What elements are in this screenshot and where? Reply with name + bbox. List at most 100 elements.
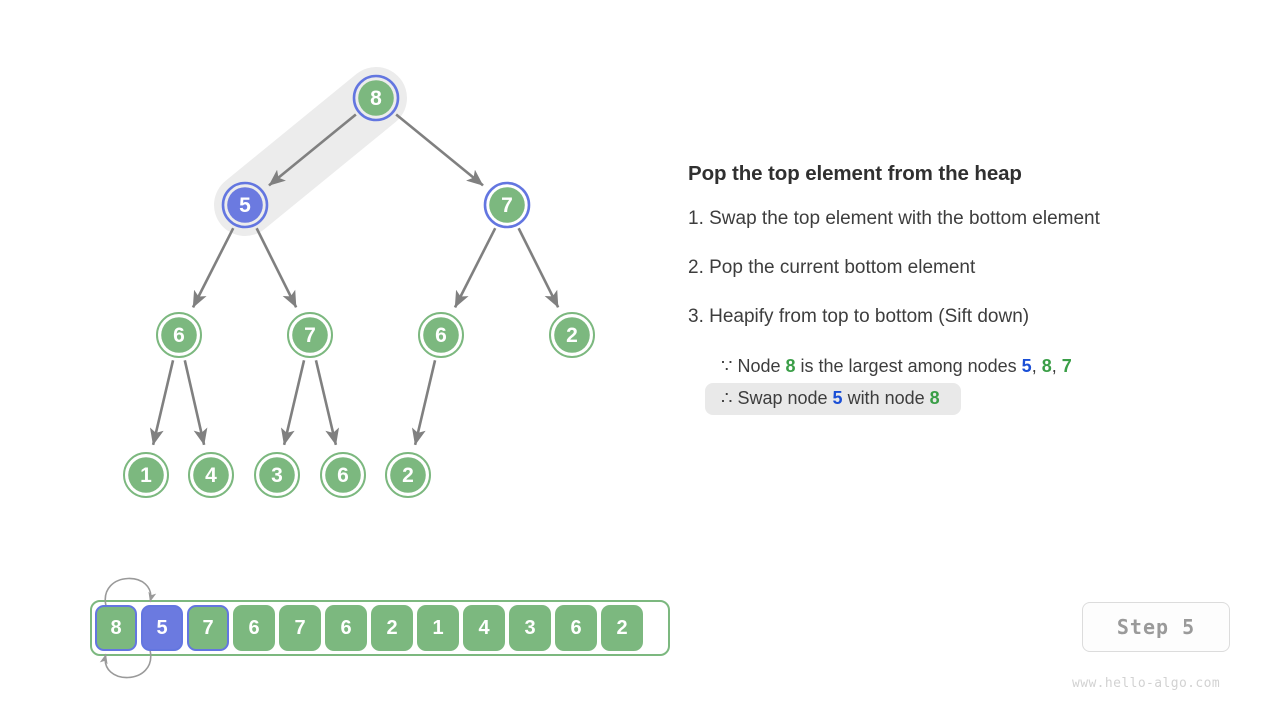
node-value: 6 [435,324,447,347]
because-candidate-1: 5 [1021,356,1032,376]
array-cell-0: 8 [95,605,137,651]
therefore-symbol: ∴ [721,388,733,408]
step-item-2: 2. Pop the current bottom element [688,257,976,278]
tree-node: 1 [123,452,169,498]
node-value: 5 [239,194,251,217]
node-ring [123,452,169,498]
node-circle [292,317,328,353]
array-cell-value: 6 [570,616,582,639]
array-cell-value: 4 [478,616,490,639]
therefore-from: 5 [832,388,843,408]
tree-node: 3 [254,452,300,498]
node-ring [188,452,234,498]
because-symbol: ∵ [721,356,733,376]
array-cell-8: 4 [463,605,505,651]
array-cell-value: 2 [616,616,628,639]
tree-edge [191,227,235,308]
array-cell-6: 2 [371,605,413,651]
array-cell-value: 6 [248,616,260,639]
therefore-pre: Swap node [737,388,833,408]
node-circle [358,80,394,116]
tree-edge [149,360,175,446]
array-cell-value: 7 [202,616,214,639]
tree-edge [268,113,357,187]
array-cell-value: 2 [386,616,398,639]
node-ring [221,181,269,229]
node-ring [352,74,400,122]
node-circle [128,457,164,493]
tree-node: 6 [320,452,366,498]
because-pre: Node [737,356,786,376]
tree-node: 5 [221,181,269,229]
tree-node: 8 [352,74,400,122]
node-ring [320,452,366,498]
because-candidate-3: 7 [1061,356,1072,376]
array-cell-value: 3 [524,616,536,639]
node-circle [390,457,426,493]
watermark: www.hello-algo.com [1072,676,1221,691]
array-cell-1: 5 [141,605,183,651]
tree-node: 2 [549,312,595,358]
step-item-1: 1. Swap the top element with the bottom … [688,208,1100,229]
array-cell-10: 6 [555,605,597,651]
array-cell-5: 6 [325,605,367,651]
array-cell-11: 2 [601,605,643,651]
node-value: 7 [304,324,316,347]
because-mid: is the largest among nodes [795,356,1022,376]
node-value: 1 [140,464,152,487]
tree-edge [314,360,340,446]
node-value: 8 [370,87,382,110]
node-value: 6 [337,464,349,487]
array-cell-value: 7 [294,616,306,639]
node-value: 2 [566,324,578,347]
node-ring [549,312,595,358]
node-ring [385,452,431,498]
node-value: 7 [501,194,513,217]
node-ring [254,452,300,498]
array-cell-9: 3 [509,605,551,651]
tree-node: 4 [188,452,234,498]
array-cell-3: 6 [233,605,275,651]
node-circle [325,457,361,493]
tree-edges [149,113,560,446]
tree-node: 6 [156,312,202,358]
tree-node: 2 [385,452,431,498]
node-circle [193,457,229,493]
array-cell-2: 7 [187,605,229,651]
tree-node: 7 [483,181,531,229]
tree-edge [453,227,497,308]
tree-edge [280,360,306,446]
node-circle [554,317,590,353]
because-candidate-2: 8 [1041,356,1052,376]
array-cell-4: 7 [279,605,321,651]
array-container-border [90,600,670,656]
node-circle [489,187,525,223]
node-ring [418,312,464,358]
tree-edge [395,113,484,187]
because-subject: 8 [785,356,796,376]
tree-node: 7 [287,312,333,358]
reason-because: ∵ Node 8 is the largest among nodes 5, 8… [721,356,1072,376]
node-value: 6 [173,324,185,347]
node-ring [287,312,333,358]
step-badge: Step 5 [1082,602,1230,652]
node-ring [156,312,202,358]
page-title: Pop the top element from the heap [688,162,1022,185]
tree-edge [517,227,560,308]
node-circle [161,317,197,353]
tree-edge [411,360,437,446]
array-cell-7: 1 [417,605,459,651]
reason-block: ∵ Node 8 is the largest among nodes 5, 8… [688,351,1248,415]
node-circle [227,187,263,223]
explanation-panel: Pop the top element from the heap 1. Swa… [688,162,1248,415]
array-cell-value: 6 [340,616,352,639]
tree-edge [255,227,298,308]
array-cell-value: 8 [110,616,122,639]
array-cell-value: 5 [156,616,168,639]
step-item-3: 3. Heapify from top to bottom (Sift down… [688,306,1030,327]
node-circle [423,317,459,353]
tree-node: 6 [418,312,464,358]
